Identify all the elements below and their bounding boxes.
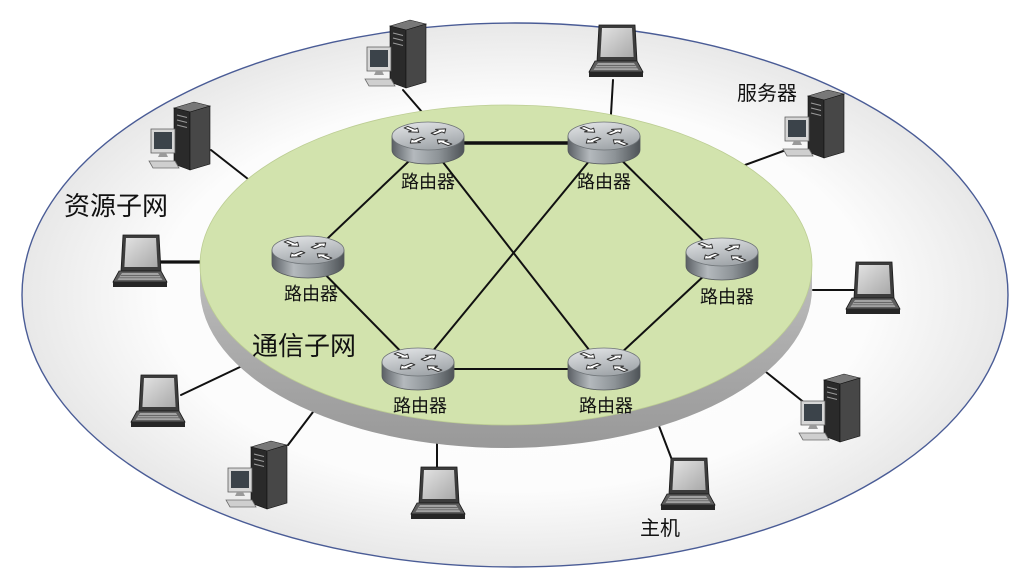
host-link (610, 79, 614, 115)
host-link (287, 411, 314, 446)
router-icon (567, 121, 641, 165)
host-link (210, 149, 249, 180)
router-label: 路由器 (579, 396, 633, 417)
router: 路由器 (567, 121, 641, 193)
router: 路由器 (685, 237, 759, 308)
router: 路由器 (391, 121, 465, 193)
host-link (180, 366, 241, 396)
host: 服务器 (737, 81, 846, 159)
server-label: 服务器 (737, 81, 797, 105)
host: 主机 (640, 457, 716, 540)
router-link (427, 142, 605, 370)
laptop-icon (660, 457, 716, 510)
host (845, 261, 901, 314)
host-link (658, 425, 673, 461)
laptop-icon (112, 234, 168, 287)
host (364, 19, 428, 89)
desktop-computer-icon (798, 373, 862, 443)
router-label: 路由器 (700, 287, 754, 308)
host (225, 440, 289, 510)
server-icon (782, 89, 846, 159)
hosts: 服务器 (112, 19, 901, 540)
host (588, 24, 644, 77)
laptop-icon (130, 374, 186, 427)
host-link (402, 89, 423, 113)
router-icon (567, 347, 641, 391)
router-label: 路由器 (401, 172, 455, 193)
laptop-icon (410, 466, 466, 519)
desktop-computer-icon (225, 440, 289, 510)
host-link (744, 149, 787, 166)
router: 路由器 (567, 347, 641, 417)
communication-subnet-label: 通信子网 (252, 332, 356, 362)
host (798, 373, 862, 443)
resource-subnet-label: 资源子网 (64, 192, 168, 222)
router-link (417, 142, 605, 370)
router-label: 路由器 (284, 284, 338, 305)
router-icon (391, 121, 465, 165)
host (410, 466, 466, 519)
host-links (159, 79, 856, 470)
desktop-computer-icon (364, 19, 428, 89)
host (148, 101, 212, 171)
router: 路由器 (271, 235, 345, 305)
laptop-icon (588, 24, 644, 77)
router-label: 路由器 (577, 172, 631, 193)
host (130, 374, 186, 427)
router: 路由器 (381, 347, 455, 417)
communication-subnet-disc (199, 104, 813, 448)
host-link (765, 371, 807, 405)
laptop-icon (845, 261, 901, 314)
router-icon (685, 237, 759, 281)
routers: 路由器 路由器 路由器 (271, 121, 759, 417)
router-link (603, 142, 723, 260)
host (112, 234, 168, 287)
host-label: 主机 (640, 516, 680, 540)
subnet-disc-top (199, 104, 813, 426)
desktop-computer-icon (148, 101, 212, 171)
router-icon (381, 347, 455, 391)
router-icon (271, 235, 345, 279)
router-label: 路由器 (393, 396, 447, 417)
